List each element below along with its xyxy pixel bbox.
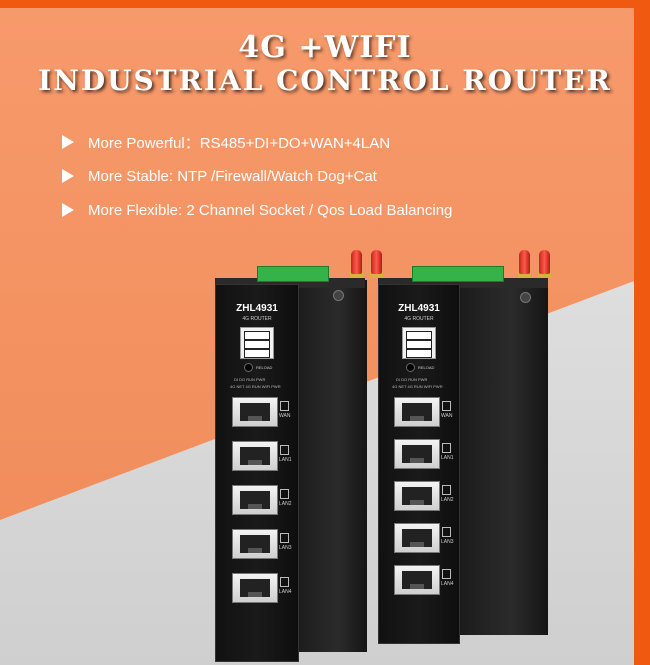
ethernet-port-lan4[interactable]: [232, 573, 278, 603]
antenna: [371, 250, 382, 274]
port-indicator: [280, 489, 289, 499]
feature-item: More Powerful：RS485+DI+DO+WAN+4LAN: [62, 125, 452, 159]
antenna-base: [370, 270, 383, 278]
port-indicator: [280, 445, 289, 455]
terminal-block: [412, 266, 504, 282]
ethernet-port-lan1[interactable]: [232, 441, 278, 471]
right-accent-stripe: [634, 0, 650, 665]
feature-text: More Stable: NTP /Firewall/Watch Dog+Cat: [88, 167, 377, 185]
ethernet-port-lan2[interactable]: [394, 481, 440, 511]
reload-label: RELOAD: [256, 365, 273, 370]
port-label: LAN2: [279, 501, 292, 507]
ethernet-port-wan[interactable]: [232, 397, 278, 427]
antenna: [351, 250, 362, 274]
ethernet-port-lan4[interactable]: [394, 565, 440, 595]
play-triangle-icon: [62, 169, 74, 183]
port-label: LAN4: [441, 581, 454, 587]
reload-button[interactable]: [406, 363, 415, 372]
port-label: LAN3: [279, 545, 292, 551]
display-panel: [240, 327, 274, 359]
router-side-panel: [295, 280, 367, 652]
play-triangle-icon: [62, 203, 74, 217]
screw: [333, 290, 344, 301]
title-line-1: 4G +WIFI: [238, 30, 412, 65]
port-indicator: [442, 485, 451, 495]
port-indicator: [442, 569, 451, 579]
port-label: LAN1: [279, 457, 292, 463]
port-label: LAN4: [279, 589, 292, 595]
port-indicator: [442, 443, 451, 453]
router-device-left: ZHL4931 4G ROUTER RELOAD DI DO RUN PWR 4…: [205, 250, 383, 662]
router-side-panel: [458, 280, 548, 635]
ethernet-port-lan1[interactable]: [394, 439, 440, 469]
led-labels-top: DI DO RUN PWR: [396, 377, 428, 382]
ethernet-port-lan3[interactable]: [394, 523, 440, 553]
router-top-panel: [215, 278, 365, 288]
antenna: [539, 250, 550, 274]
port-indicator: [280, 577, 289, 587]
led-labels-bottom: 4G NET 4G RUN WIFI PWR: [230, 384, 281, 389]
port-indicator: [442, 527, 451, 537]
reload-label: RELOAD: [418, 365, 435, 370]
feature-text: More Flexible: 2 Channel Socket / Qos Lo…: [88, 201, 453, 219]
type-label: 4G ROUTER: [404, 316, 434, 322]
feature-text: More Powerful：RS485+DI+DO+WAN+4LAN: [88, 134, 391, 152]
ethernet-port-lan2[interactable]: [232, 485, 278, 515]
feature-item: More Flexible: 2 Channel Socket / Qos Lo…: [62, 193, 452, 227]
ethernet-port-wan[interactable]: [394, 397, 440, 427]
router-front-panel: ZHL4931 4G ROUTER RELOAD DI DO RUN PWR 4…: [215, 284, 299, 662]
top-accent-stripe: [0, 0, 650, 8]
antenna-base: [518, 270, 531, 278]
antenna: [519, 250, 530, 274]
model-label: ZHL4931: [398, 303, 440, 314]
port-label: LAN3: [441, 539, 454, 545]
port-indicator: [280, 533, 289, 543]
title-line-2: INDUSTRIAL CONTROL ROUTER: [38, 64, 612, 97]
port-indicator: [442, 401, 451, 411]
led-labels-top: DI DO RUN PWR: [234, 377, 266, 382]
antenna-base: [538, 270, 551, 278]
feature-list: More Powerful：RS485+DI+DO+WAN+4LAN More …: [62, 125, 452, 227]
feature-item: More Stable: NTP /Firewall/Watch Dog+Cat: [62, 159, 452, 193]
ethernet-port-lan3[interactable]: [232, 529, 278, 559]
port-label: WAN: [279, 413, 291, 419]
router-device-right: ZHL4931 4G ROUTER RELOAD DI DO RUN PWR 4…: [370, 250, 560, 645]
port-label: LAN1: [441, 455, 454, 461]
screw: [520, 292, 531, 303]
play-triangle-icon: [62, 135, 74, 149]
reload-button[interactable]: [244, 363, 253, 372]
router-top-panel: [378, 278, 548, 288]
model-label: ZHL4931: [236, 303, 278, 314]
port-label: LAN2: [441, 497, 454, 503]
antenna-base: [350, 270, 363, 278]
port-label: WAN: [441, 413, 453, 419]
led-labels-bottom: 4G NET 4G RUN WIFI PWR: [392, 384, 443, 389]
router-front-panel: ZHL4931 4G ROUTER RELOAD DI DO RUN PWR 4…: [378, 284, 460, 644]
display-panel: [402, 327, 436, 359]
terminal-block: [257, 266, 329, 282]
type-label: 4G ROUTER: [242, 316, 272, 322]
port-indicator: [280, 401, 289, 411]
